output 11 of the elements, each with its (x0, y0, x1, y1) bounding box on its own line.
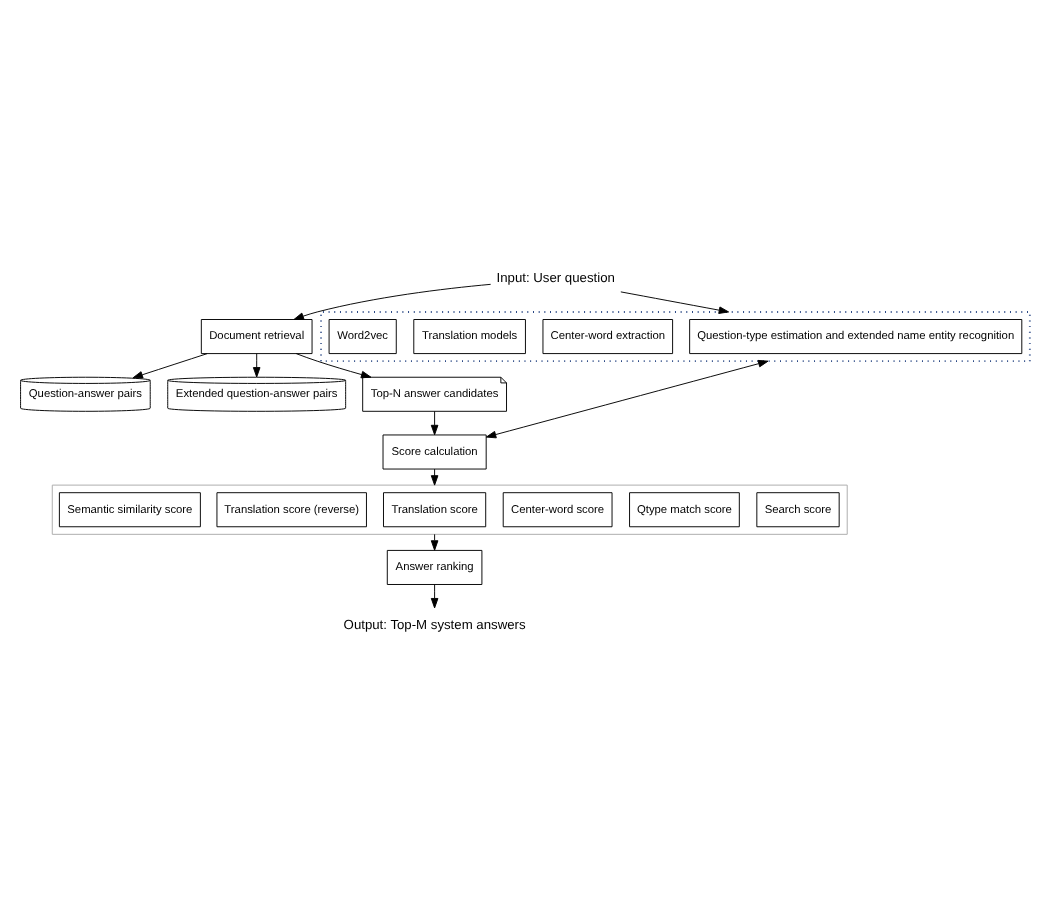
cluster (320, 311, 1031, 363)
arrow (485, 359, 769, 439)
arrow (132, 353, 208, 379)
arrow (430, 533, 439, 551)
arrow (620, 291, 730, 314)
arrow (430, 410, 439, 436)
arrow (430, 584, 439, 609)
arrow (252, 353, 261, 378)
arrow (295, 353, 372, 379)
arrow (293, 283, 492, 320)
cluster (51, 484, 848, 535)
